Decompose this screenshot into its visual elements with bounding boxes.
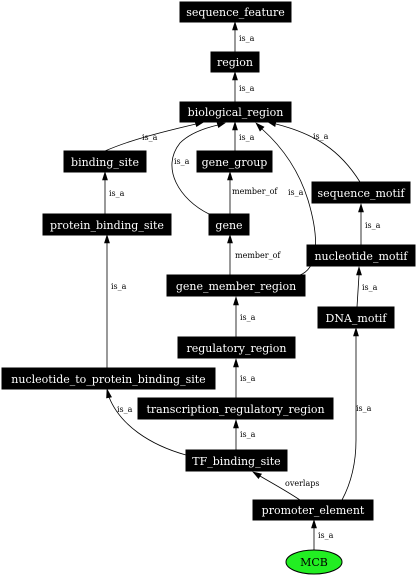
node-nucleotide-motif[interactable]: nucleotide_motif bbox=[306, 244, 416, 267]
node-regulatory-region[interactable]: regulatory_region bbox=[177, 336, 296, 359]
edge-label: is_a bbox=[313, 132, 329, 141]
edge-label: member_of bbox=[235, 251, 281, 260]
node-dna-motif[interactable]: DNA_motif bbox=[317, 306, 395, 329]
edge-label: is_a bbox=[240, 313, 256, 322]
node-label: TF_binding_site bbox=[192, 455, 280, 468]
edge-ntpbs-protein-binding-site: is_a bbox=[104, 233, 127, 368]
edge-label: is_a bbox=[356, 404, 372, 413]
node-gene-member-region[interactable]: gene_member_region bbox=[166, 274, 306, 297]
node-mcb[interactable]: MCB bbox=[285, 549, 343, 575]
node-label: nucleotide_to_protein_binding_site bbox=[11, 373, 205, 386]
node-label: sequence_feature bbox=[186, 6, 284, 19]
edge-label: is_a bbox=[111, 282, 127, 291]
node-sequence-motif[interactable]: sequence_motif bbox=[311, 181, 411, 204]
node-label: transcription_regulatory_region bbox=[146, 403, 324, 416]
node-promoter-element[interactable]: promoter_element bbox=[252, 499, 374, 521]
edge-nucleotide-motif-sequence-motif: is_a bbox=[358, 202, 381, 245]
node-label: protein_binding_site bbox=[50, 219, 164, 232]
edge-tfbs-ntpbs: is_a bbox=[106, 387, 187, 456]
edge-label: is_a bbox=[239, 84, 255, 93]
node-label: biological_region bbox=[188, 106, 284, 119]
node-label: nucleotide_motif bbox=[314, 250, 408, 263]
node-label: DNA_motif bbox=[326, 312, 388, 325]
edge-promoter-element-dna-motif: is_a bbox=[341, 326, 372, 501]
edge-label: is_a bbox=[240, 374, 256, 383]
node-label: sequence_motif bbox=[317, 187, 405, 200]
edge-label: is_a bbox=[174, 157, 190, 166]
node-protein-binding-site[interactable]: protein_binding_site bbox=[42, 213, 172, 236]
node-label: gene bbox=[215, 219, 242, 232]
edge-promoter-element-tfbs: overlaps bbox=[252, 471, 319, 501]
node-sequence-feature[interactable]: sequence_feature bbox=[179, 1, 292, 23]
node-label: region bbox=[217, 56, 253, 69]
node-region[interactable]: region bbox=[210, 51, 260, 73]
node-nucleotide-to-protein-binding-site[interactable]: nucleotide_to_protein_binding_site bbox=[1, 367, 216, 390]
node-label: gene_group bbox=[202, 156, 268, 169]
node-label: binding_site bbox=[71, 156, 139, 169]
edge-label: is_a bbox=[362, 283, 378, 292]
edge-gene-group-biological-region: is_a bbox=[232, 120, 255, 151]
node-transcription-regulatory-region[interactable]: transcription_regulatory_region bbox=[137, 397, 334, 420]
edge-label: member_of bbox=[232, 187, 278, 196]
edge-biological-region-region: is_a bbox=[232, 70, 255, 102]
edge-region-sequence-feature: is_a bbox=[232, 20, 255, 52]
node-tf-binding-site[interactable]: TF_binding_site bbox=[185, 449, 288, 472]
edge-regulatory-region-gene-member-region: is_a bbox=[233, 295, 256, 337]
edge-trr-regulatory-region: is_a bbox=[233, 357, 256, 398]
edge-mcb-promoter-element: is_a bbox=[311, 518, 334, 551]
edge-label: is_a bbox=[365, 221, 381, 230]
edge-label: is_a bbox=[288, 188, 304, 197]
edge-dna-motif-nucleotide-motif: is_a bbox=[356, 265, 378, 308]
edge-sequence-motif-biological-region: is_a bbox=[267, 121, 361, 183]
node-label: promoter_element bbox=[262, 504, 365, 517]
node-label: regulatory_region bbox=[186, 342, 286, 355]
edge-gene-member-region-gene: member_of bbox=[227, 233, 281, 275]
node-label: MCB bbox=[300, 556, 328, 569]
edge-gene-biological-region: is_a bbox=[171, 122, 226, 215]
edge-label: overlaps bbox=[285, 479, 319, 488]
node-binding-site[interactable]: binding_site bbox=[63, 150, 147, 173]
edge-label: is_a bbox=[109, 189, 125, 198]
node-label: gene_member_region bbox=[176, 280, 296, 293]
edge-label: is_a bbox=[117, 405, 133, 414]
node-gene-group[interactable]: gene_group bbox=[196, 150, 273, 173]
edge-label: is_a bbox=[142, 133, 158, 142]
edge-gene-gene-group: member_of bbox=[227, 170, 278, 214]
edge-protein-binding-site-binding-site: is_a bbox=[102, 170, 125, 214]
edge-tfbs-trr: is_a bbox=[233, 418, 256, 450]
edge-label: is_a bbox=[239, 133, 255, 142]
node-biological-region[interactable]: biological_region bbox=[179, 101, 292, 123]
edge-label: is_a bbox=[239, 34, 255, 43]
edge-label: is_a bbox=[318, 531, 334, 540]
node-gene[interactable]: gene bbox=[208, 213, 250, 236]
edge-label: is_a bbox=[240, 430, 256, 439]
